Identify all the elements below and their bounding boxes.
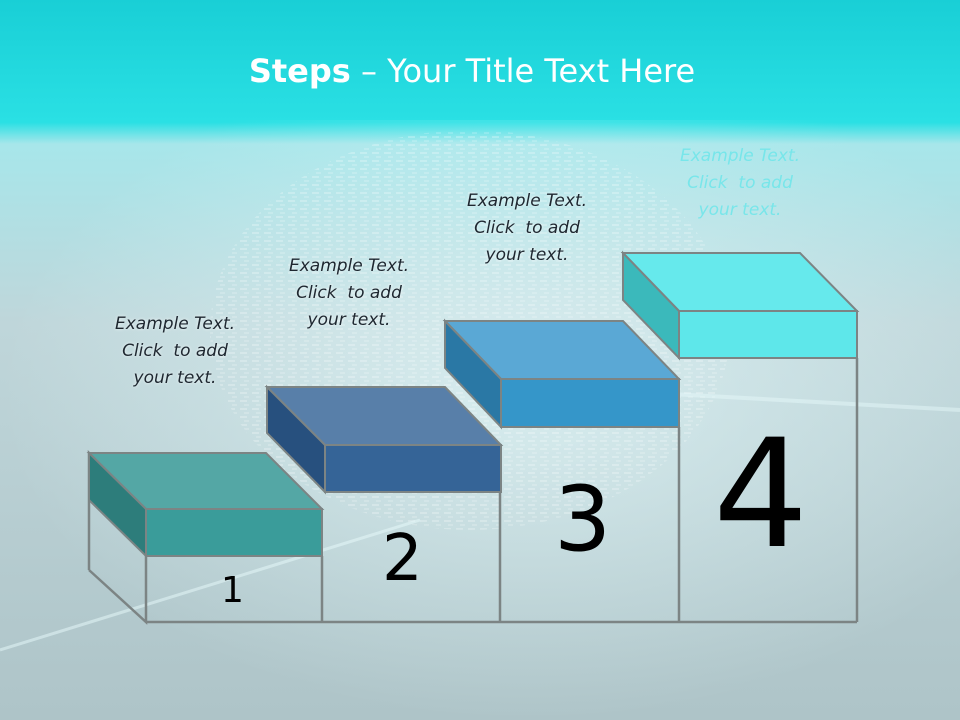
step-2-label-line-3: your text. bbox=[307, 310, 391, 330]
step-3-number: 3 bbox=[554, 467, 612, 572]
step-4-label-line-2: Click to add bbox=[687, 173, 793, 193]
step-4-label-line-3: your text. bbox=[698, 200, 782, 220]
slide-title[interactable]: Steps – Your Title Text Here bbox=[0, 52, 944, 90]
step-1-label[interactable]: Example Text. Click to add your text. bbox=[75, 311, 275, 392]
step-3-label-line-3: your text. bbox=[485, 245, 569, 265]
title-rest: – Your Title Text Here bbox=[350, 52, 696, 90]
step-4-label-line-1: Example Text. bbox=[679, 146, 801, 166]
title-bold: Steps bbox=[248, 52, 351, 90]
step-1-block[interactable] bbox=[86, 450, 325, 559]
step-2-label-line-1: Example Text. bbox=[288, 256, 410, 276]
step-1-label-line-3: your text. bbox=[133, 368, 217, 388]
step-1-label-line-1: Example Text. bbox=[114, 314, 236, 334]
step-3-label-line-1: Example Text. bbox=[466, 191, 588, 211]
step-4-block[interactable] bbox=[620, 250, 860, 361]
step-1-number: 1 bbox=[221, 570, 244, 611]
step-3-label-line-2: Click to add bbox=[474, 218, 580, 238]
step-3-block[interactable] bbox=[442, 318, 682, 430]
step-2-label-line-2: Click to add bbox=[296, 283, 402, 303]
step-4-number: 4 bbox=[713, 408, 809, 582]
step-2-block[interactable] bbox=[264, 384, 504, 495]
step-3-label[interactable]: Example Text. Click to add your text. bbox=[427, 188, 627, 269]
step-4-label[interactable]: Example Text. Click to add your text. bbox=[640, 143, 840, 224]
step-2-label[interactable]: Example Text. Click to add your text. bbox=[249, 253, 449, 334]
step-2-number: 2 bbox=[382, 522, 423, 596]
step-1-label-line-2: Click to add bbox=[122, 341, 228, 361]
